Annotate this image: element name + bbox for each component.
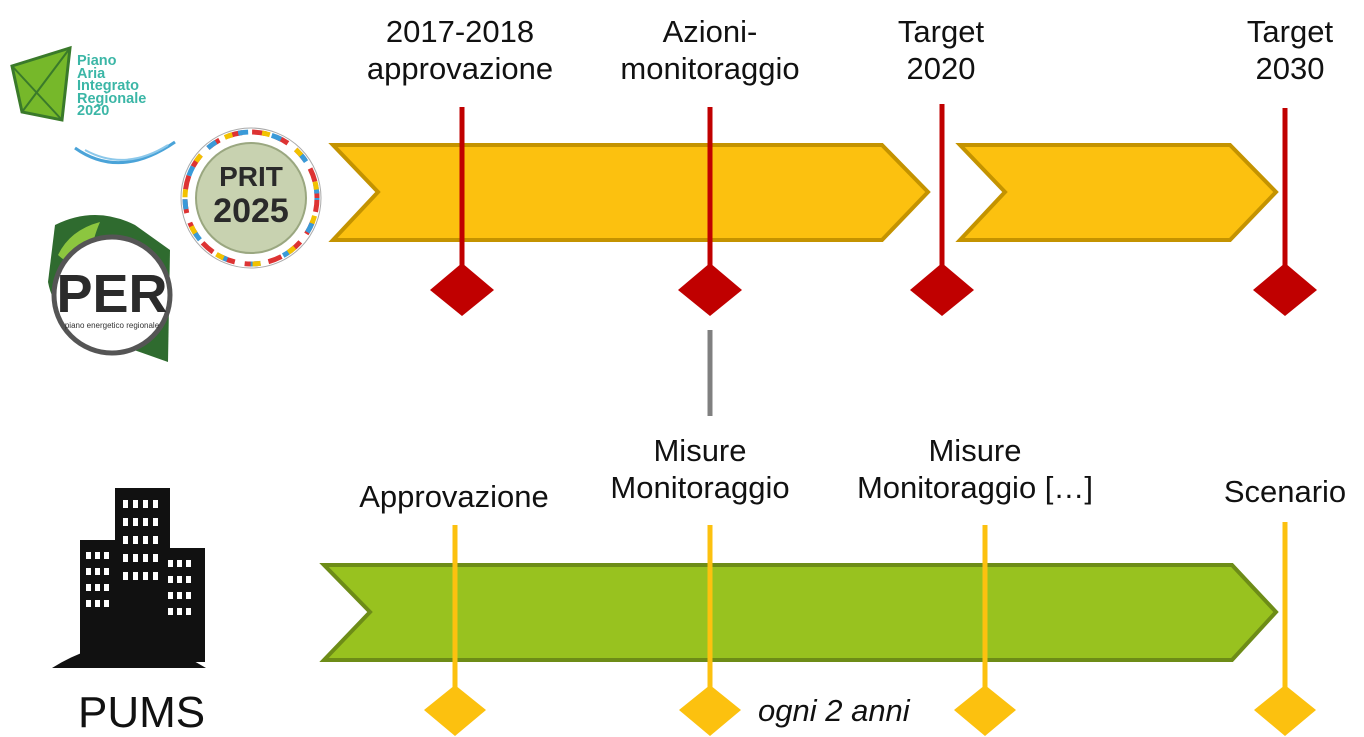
pair-line: Piano xyxy=(77,53,117,69)
prit-line1: PRIT xyxy=(219,161,283,192)
upper-milestone-label-4: Target 2030 xyxy=(1247,13,1333,87)
upper-milestone-label-2: Azioni- monitoraggio xyxy=(620,13,799,87)
lower-marker-1 xyxy=(424,525,486,736)
city-buildings-icon xyxy=(52,488,206,668)
pair-line: 2020 xyxy=(77,103,110,119)
label-line: approvazione xyxy=(366,51,554,86)
label-line: Misure xyxy=(653,433,747,468)
per-small: piano energetico regionale xyxy=(65,321,160,330)
upper-marker-4 xyxy=(1253,108,1317,316)
upper-arrow-1 xyxy=(328,143,931,242)
label-line: Scenario xyxy=(1223,474,1347,509)
pums-label: PUMS xyxy=(78,688,206,737)
upper-marker-1 xyxy=(430,107,494,316)
upper-milestone-label-3: Target 2020 xyxy=(898,13,984,87)
pair-logo-text: Piano Aria Integrato Regionale 2020 xyxy=(77,53,187,119)
label-line: Target xyxy=(1246,14,1334,49)
label-line: 2017-2018 xyxy=(385,14,535,49)
lower-milestone-label-1: Approvazione xyxy=(359,478,549,515)
frequency-note: ogni 2 anni xyxy=(758,693,910,728)
label-line: Azioni- xyxy=(662,14,758,49)
upper-marker-2 xyxy=(678,107,742,316)
label-line: monitoraggio xyxy=(620,51,800,86)
label-line: Monitoraggio […] xyxy=(856,470,1094,505)
lower-milestone-label-3: Misure Monitoraggio […] xyxy=(857,432,1093,506)
upper-arrow-2 xyxy=(955,143,1279,242)
label-line: Approvazione xyxy=(359,479,549,514)
per-big: PER xyxy=(56,264,167,324)
per-logo: PER piano energetico regionale xyxy=(48,215,173,362)
upper-marker-3 xyxy=(910,104,974,316)
pair-line: Integrato xyxy=(77,78,140,94)
prit-line2: 2025 xyxy=(213,192,289,230)
label-line: 2020 xyxy=(906,51,976,86)
upper-milestone-label-1: 2017-2018 approvazione xyxy=(367,13,553,87)
pair-line: Regionale xyxy=(77,90,147,107)
lower-marker-2 xyxy=(679,525,741,736)
pair-logo xyxy=(10,45,176,165)
prit-logo: PRIT 2025 xyxy=(180,127,322,269)
lower-marker-4 xyxy=(1254,522,1316,736)
label-line: 2030 xyxy=(1255,51,1325,86)
label-line: Misure xyxy=(928,433,1022,468)
lower-arrow xyxy=(319,563,1279,662)
lower-marker-3 xyxy=(954,525,1016,736)
lower-milestone-label-2: Misure Monitoraggio xyxy=(610,432,789,506)
pair-line: Aria xyxy=(77,65,106,82)
label-line: Monitoraggio xyxy=(610,470,790,505)
label-line: Target xyxy=(897,14,985,49)
lower-milestone-label-4: Scenario xyxy=(1224,473,1346,510)
